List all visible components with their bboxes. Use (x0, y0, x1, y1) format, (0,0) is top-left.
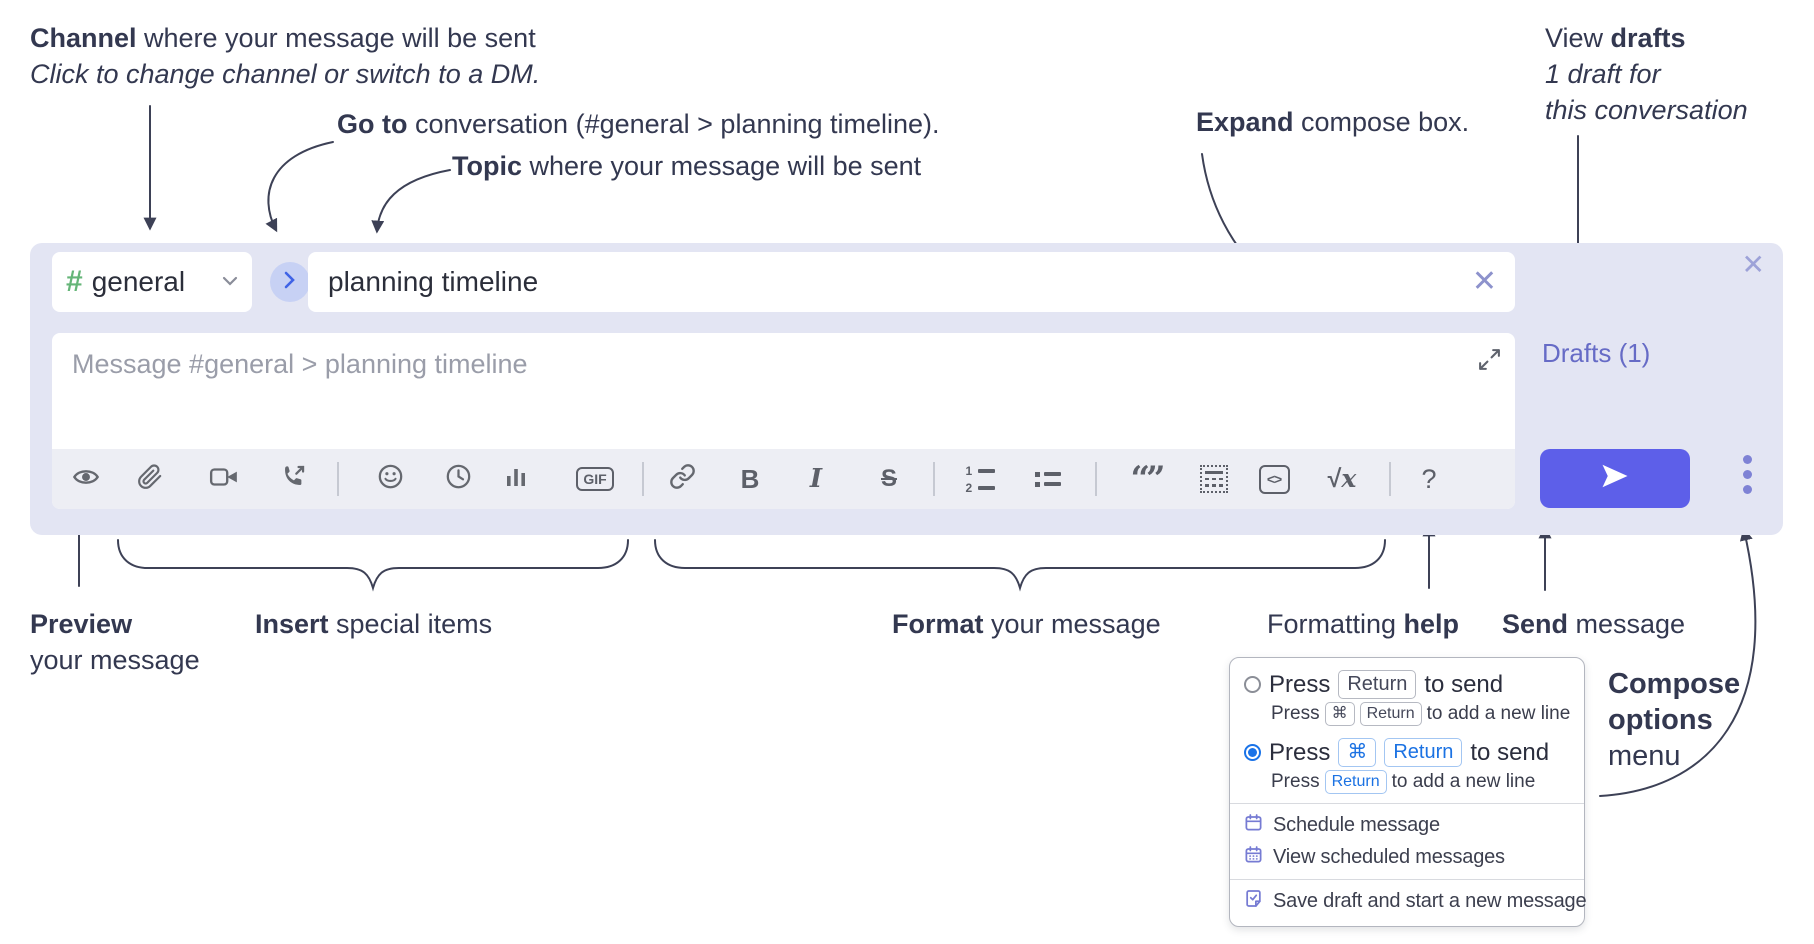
numbered-list-icon: 1 2 (966, 465, 995, 494)
video-camera-icon (209, 465, 239, 494)
topic-annotation: Topic where your message will be sent (452, 151, 922, 181)
compose-options-annotation: Compose options menu (1608, 668, 1741, 772)
spoiler-icon (1200, 465, 1228, 493)
emoji-button[interactable] (368, 449, 412, 509)
send-button[interactable] (1540, 449, 1690, 508)
go-to-conversation-button[interactable] (270, 262, 310, 302)
bulleted-list-button[interactable] (1026, 449, 1070, 509)
calendar-grid-icon (1244, 845, 1263, 870)
clock-icon (445, 463, 472, 495)
cmd-keycap: ⌘ (1338, 738, 1377, 767)
strikethrough-button[interactable]: S (867, 449, 911, 509)
topic-input[interactable] (326, 265, 1472, 299)
insert-brace (117, 539, 629, 592)
eye-icon (72, 463, 100, 496)
code-icon: <> (1258, 464, 1290, 494)
calendar-icon (1244, 813, 1263, 838)
spoiler-button[interactable] (1192, 449, 1236, 509)
expand-compose-icon[interactable] (1477, 347, 1502, 377)
goto-connector-line (265, 141, 334, 233)
cmd-keycap: ⌘ (1324, 702, 1355, 726)
compose-options-menu-button[interactable] (1732, 455, 1762, 494)
code-button[interactable]: <> (1252, 449, 1296, 509)
bold-button[interactable]: B (728, 449, 772, 509)
channel-annotation: Channel where your message will be sent … (30, 23, 541, 89)
vertical-dots-icon (1742, 455, 1752, 464)
quote-icon: “” (1130, 458, 1165, 499)
chevron-down-icon (222, 273, 238, 291)
send-annotation: Send message (1502, 609, 1686, 639)
format-brace (654, 539, 1386, 592)
quote-button[interactable]: “” (1124, 449, 1168, 509)
compose-toolbar: GIF B I S 1 2 “” <> √x ? (52, 449, 1515, 509)
channel-hash-icon: # (66, 265, 83, 298)
preview-button[interactable] (64, 449, 108, 509)
format-annotation: Format your message (892, 609, 1161, 639)
italic-button[interactable]: I (794, 449, 838, 509)
send-on-return-option[interactable]: Press Return to send (1244, 670, 1568, 699)
sqrt-icon: √x (1327, 464, 1357, 493)
return-keycap: Return (1324, 770, 1387, 794)
message-area: GIF B I S 1 2 “” <> √x ? (52, 333, 1515, 509)
close-compose-icon[interactable]: ✕ (1741, 249, 1765, 280)
send-on-return-subtext: Press ⌘ Return to add a new line (1271, 702, 1571, 726)
smiley-icon (377, 463, 404, 495)
toolbar-divider (1095, 462, 1097, 496)
paperclip-icon (137, 463, 163, 495)
toolbar-divider (642, 462, 644, 496)
drafts-link[interactable]: Drafts (1) (1542, 338, 1651, 368)
poll-button[interactable] (494, 449, 538, 509)
topic-connector-line (371, 169, 451, 234)
global-time-button[interactable] (436, 449, 480, 509)
link-icon (669, 463, 696, 495)
return-keycap: Return (1338, 670, 1417, 699)
compose-options-popup: Press Return to send Press ⌘ Return to a… (1229, 657, 1587, 927)
schedule-message-item[interactable]: Schedule message (1244, 813, 1568, 838)
voice-call-button[interactable] (271, 449, 315, 509)
channel-name: general (91, 266, 186, 297)
send-on-cmd-return-option[interactable]: Press ⌘ Return to send (1244, 738, 1568, 767)
draft-note-check-icon (1244, 889, 1263, 914)
strikethrough-icon: S (880, 465, 897, 492)
toolbar-divider (933, 462, 935, 496)
radio-selected-icon[interactable] (1244, 744, 1261, 761)
popup-divider (1230, 803, 1584, 804)
send-on-cmd-return-subtext: Press Return to add a new line (1271, 770, 1536, 794)
insert-annotation: Insert special items (255, 609, 493, 639)
message-formatting-help-button[interactable]: ? (1407, 449, 1451, 509)
return-keycap: Return (1359, 702, 1422, 726)
question-icon: ? (1421, 463, 1437, 494)
message-input[interactable] (52, 333, 1515, 439)
toolbar-divider (1389, 462, 1391, 496)
bar-chart-icon (504, 465, 528, 494)
save-draft-item[interactable]: Save draft and start a new message (1244, 889, 1587, 914)
expand-annotation: Expand compose box. (1196, 107, 1470, 137)
math-button[interactable]: √x (1320, 449, 1364, 509)
italic-icon: I (809, 464, 823, 494)
chevron-right-icon (284, 271, 296, 294)
gif-button[interactable]: GIF (573, 449, 617, 509)
preview-annotation: Preview your message (30, 609, 200, 675)
channel-selector[interactable]: # general (52, 252, 252, 312)
return-keycap: Return (1384, 738, 1463, 767)
link-button[interactable] (660, 449, 704, 509)
view-drafts-annotation: View drafts 1 draft for this conversatio… (1545, 23, 1748, 125)
view-scheduled-messages-item[interactable]: View scheduled messages (1244, 845, 1568, 870)
bold-icon: B (740, 464, 760, 494)
compose-box: ✕ # general ✕ (30, 243, 1783, 535)
gif-icon: GIF (576, 467, 614, 491)
phone-call-icon (280, 463, 307, 495)
video-call-button[interactable] (202, 449, 246, 509)
popup-divider (1230, 879, 1584, 880)
attach-file-button[interactable] (128, 449, 172, 509)
topic-field: ✕ (308, 252, 1515, 312)
paper-plane-icon (1598, 461, 1632, 496)
formatting-help-annotation: Formatting help (1267, 609, 1460, 639)
bulleted-list-icon (1035, 471, 1061, 487)
goto-annotation: Go to conversation (#general > planning … (337, 109, 940, 139)
numbered-list-button[interactable]: 1 2 (958, 449, 1002, 509)
clear-topic-icon[interactable]: ✕ (1471, 265, 1497, 298)
radio-unselected-icon[interactable] (1244, 676, 1261, 693)
toolbar-divider (337, 462, 339, 496)
